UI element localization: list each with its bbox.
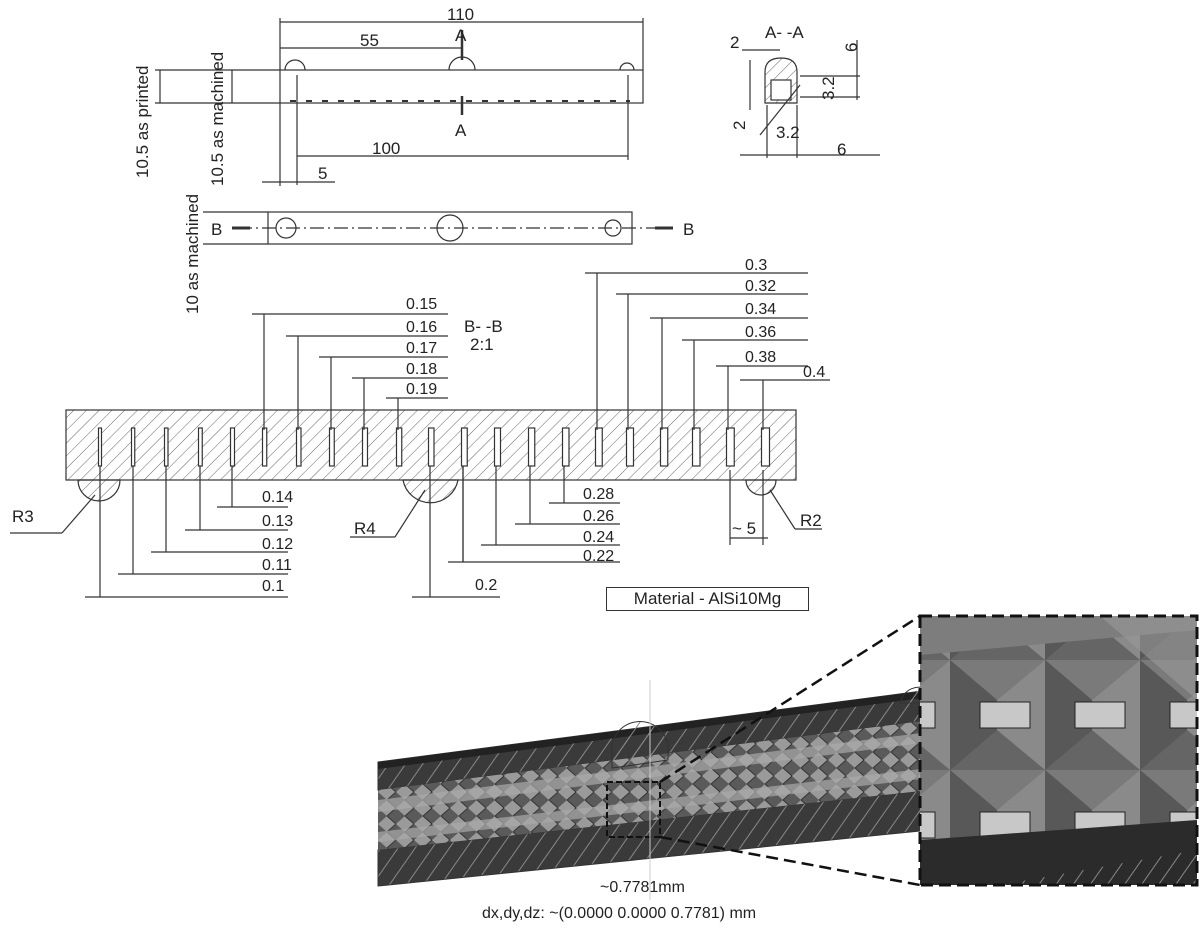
section-a-dim-1: 2 — [730, 33, 740, 52]
gap-label: 0.24 — [583, 529, 615, 546]
slot-channel — [561, 427, 570, 467]
slot-channel — [295, 427, 302, 467]
gap-label: 0.16 — [406, 319, 438, 336]
gap-label: 0.11 — [262, 557, 292, 574]
section-a-dim-3: 3.2 — [819, 76, 838, 100]
gap-label: 0.38 — [745, 349, 777, 366]
gap-label: 0.22 — [583, 548, 615, 565]
gap-label: 0.19 — [406, 381, 438, 398]
dim-edge-offset: 5 — [318, 164, 328, 183]
section-a-dim-4: 2 — [730, 120, 749, 130]
gap-label: 0.36 — [745, 324, 777, 341]
section-b-label-left: B — [211, 220, 223, 239]
slot-channel — [197, 427, 203, 467]
gap-label: 0.17 — [406, 340, 438, 357]
gap-label: 0.34 — [745, 301, 777, 318]
gap-label: 0.14 — [262, 489, 294, 506]
left-hole-arc — [284, 59, 306, 71]
slot-channel — [594, 427, 603, 467]
right-hole-arc — [619, 62, 635, 71]
slot-group — [97, 427, 771, 467]
section-a-dim-5: 3.2 — [776, 123, 800, 142]
dim-pitch: ~ 5 — [732, 519, 757, 538]
section-a-title: A- -A — [765, 23, 804, 42]
dim-width-machined: 10 as machined — [183, 193, 202, 314]
gap-label: 0.4 — [803, 364, 826, 381]
gap-label: 0.13 — [262, 513, 294, 530]
section-b-title: B- -B — [464, 317, 503, 336]
section-a-label-bottom: A — [455, 121, 467, 140]
dim-half-length: 55 — [360, 31, 379, 50]
slot-channel — [760, 427, 771, 467]
slot-channel — [725, 427, 735, 467]
slot-channel — [659, 427, 669, 467]
slot-channel — [130, 427, 136, 467]
slot-channel — [328, 427, 335, 467]
radius-label-r4: R4 — [354, 519, 376, 538]
section-a-label-top: A — [455, 26, 467, 45]
section-a-dim-2: 6 — [842, 42, 861, 52]
section-b-scale: 2:1 — [470, 335, 494, 354]
slot-channel — [261, 427, 268, 467]
slot-channel — [395, 427, 403, 467]
measure-vector: dx,dy,dz: ~(0.0000 0.0000 0.7781) mm — [482, 905, 757, 922]
dim-height-machined: 10.5 as machined — [208, 51, 227, 186]
section-b-view — [10, 272, 830, 598]
material-box: Material - AlSi10Mg — [606, 587, 809, 611]
slot-channel — [493, 427, 502, 467]
gap-label: 0.12 — [262, 536, 294, 553]
radius-label-r3: R3 — [12, 507, 34, 526]
gap-label: 0.32 — [745, 278, 777, 295]
gap-label: 0.3 — [745, 257, 768, 274]
measure-value: ~0.7781mm — [600, 879, 685, 896]
section-b-label-right: B — [683, 220, 695, 239]
dim-overall-length: 110 — [447, 5, 475, 24]
slot-channel — [163, 427, 169, 467]
slot-channel — [229, 427, 236, 467]
slot-channel — [460, 427, 468, 467]
slot-channel — [427, 427, 435, 467]
gap-label: 0.15 — [406, 296, 438, 313]
slot-channel — [625, 427, 635, 467]
slot-channel — [361, 427, 369, 467]
slot-channel — [691, 427, 701, 467]
section-a-view — [740, 40, 880, 158]
top-view — [155, 18, 644, 186]
gap-label: 0.26 — [583, 508, 615, 525]
gap-label: 0.18 — [406, 361, 438, 378]
plan-view — [203, 211, 673, 245]
dim-height-printed: 10.5 as printed — [133, 65, 152, 178]
bump-r3 — [77, 479, 121, 502]
gap-label: 0.1 — [262, 578, 285, 595]
slot-channel — [527, 427, 536, 467]
cad-render — [377, 614, 1199, 900]
gap-label: 0.28 — [583, 486, 615, 503]
section-a-dim-6: 6 — [837, 140, 847, 159]
slot-channel — [97, 427, 103, 467]
radius-label-r2: R2 — [800, 511, 822, 530]
dim-hole-spacing: 100 — [372, 139, 401, 158]
gap-label: 0.2 — [475, 577, 498, 594]
